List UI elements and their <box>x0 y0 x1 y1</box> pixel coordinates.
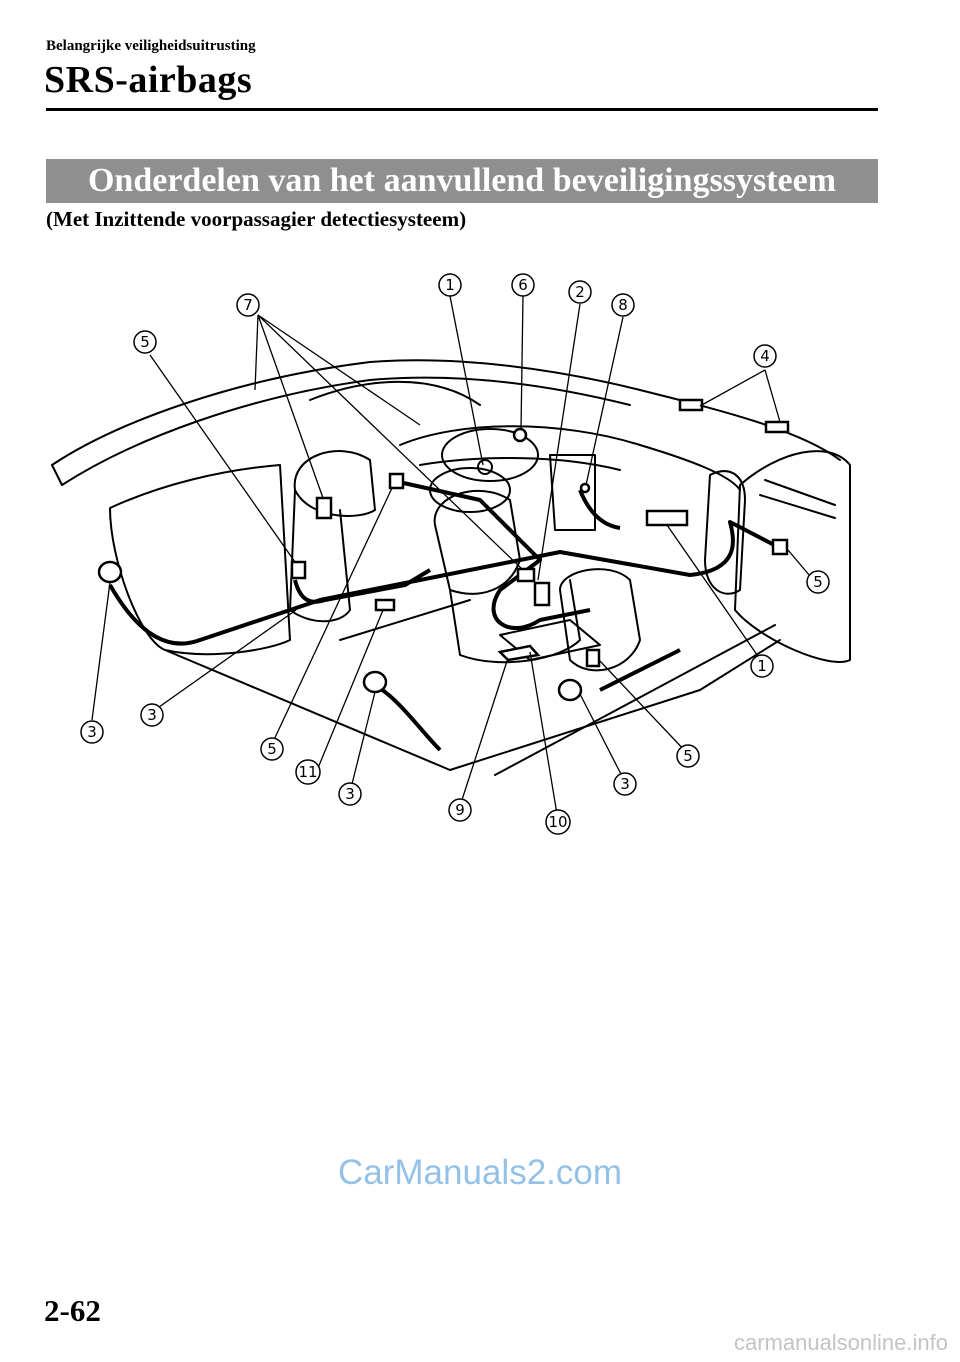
header-divider <box>46 108 878 111</box>
callout-label: 5 <box>140 333 150 351</box>
page-title: SRS-airbags <box>44 59 253 101</box>
srs-components-diagram: 1 6 2 8 7 5 4 5 1 3 3 5 11 3 <box>40 260 890 840</box>
srs-components <box>97 398 790 702</box>
callout-label: 7 <box>243 296 253 314</box>
callout-label: 8 <box>618 296 628 314</box>
leader-lines <box>91 295 816 821</box>
callout-marker <box>80 720 104 744</box>
seat-sensor <box>516 567 536 583</box>
car-body-outline <box>51 359 851 776</box>
front-impact-sensor <box>97 560 123 584</box>
callout-label: 10 <box>548 813 567 831</box>
wiring-harness <box>108 478 781 752</box>
callout-marker <box>133 330 157 354</box>
callout-label: 5 <box>683 747 693 765</box>
deactivation-indicator <box>579 482 591 494</box>
callout-marker <box>511 273 535 297</box>
callout-marker <box>806 570 830 594</box>
callout-label: 5 <box>813 573 823 591</box>
callout-labels: 1 6 2 8 7 5 4 5 1 3 3 5 11 3 <box>80 273 830 835</box>
callout-marker <box>295 759 321 785</box>
callout-label: 1 <box>757 657 767 675</box>
callout-label: 3 <box>345 785 355 803</box>
callout-marker <box>613 772 637 796</box>
chapter-heading: Belangrijke veiligheidsuitrusting <box>46 38 256 54</box>
control-module <box>645 509 689 527</box>
callout-marker <box>236 293 260 317</box>
callout-label: 9 <box>455 801 465 819</box>
passenger-seat-sensor <box>533 581 551 607</box>
occupant-detection-sensor <box>374 598 396 612</box>
callout-marker <box>448 798 472 822</box>
side-airbag-sensor <box>315 496 333 520</box>
callout-marker <box>676 744 700 768</box>
callout-label: 3 <box>147 706 157 724</box>
passenger-airbag-indicator <box>512 427 528 443</box>
callout-marker <box>338 782 362 806</box>
callout-label: 2 <box>575 283 585 301</box>
callout-marker <box>545 809 571 835</box>
callout-marker <box>260 737 284 761</box>
section-banner-text: Onderdelen van het aanvullend beveiligin… <box>87 162 837 199</box>
front-impact-sensor <box>557 678 583 702</box>
occupant-classification-mat <box>497 644 541 662</box>
callout-label: 6 <box>518 276 528 294</box>
callout-marker <box>140 703 164 727</box>
callout-label: 4 <box>760 347 770 365</box>
footer-site: carmanualsonline.info <box>733 1330 948 1355</box>
callout-marker <box>753 344 777 368</box>
crash-sensor <box>388 472 405 490</box>
callout-label: 5 <box>267 740 277 758</box>
callout-marker <box>568 280 592 304</box>
callout-label: 1 <box>445 276 455 294</box>
side-airbag-sensor <box>290 560 307 580</box>
car-interior-illustration: 1 6 2 8 7 5 4 5 1 3 3 5 11 3 <box>51 273 851 835</box>
callout-label: 3 <box>87 723 97 741</box>
callout-label: 3 <box>620 775 630 793</box>
section-banner: Onderdelen van het aanvullend beveiligin… <box>46 159 878 203</box>
callout-label: 11 <box>298 763 317 781</box>
door-sensor <box>771 538 789 556</box>
curtain-airbag-module <box>678 398 704 412</box>
section-subtitle: (Met Inzittende voorpassagier detectiesy… <box>46 207 467 231</box>
callout-marker <box>611 293 635 317</box>
page-number: 2-62 <box>44 1293 101 1328</box>
curtain-airbag-module <box>764 420 790 434</box>
callout-marker <box>750 654 774 678</box>
watermark: CarManuals2.com <box>338 1153 622 1192</box>
callout-marker <box>438 273 462 297</box>
front-impact-sensor <box>362 670 388 694</box>
side-airbag-sensor <box>585 648 601 668</box>
